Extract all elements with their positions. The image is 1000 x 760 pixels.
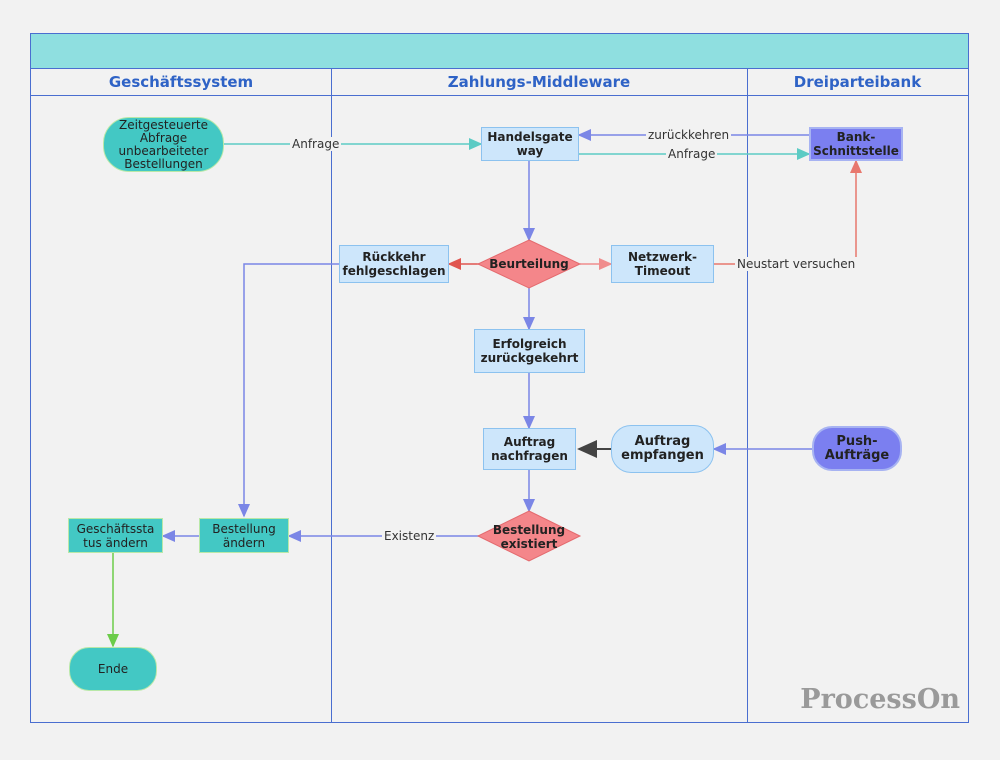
node-change-order[interactable]: Bestellung ändern (199, 518, 289, 553)
node-success-returned[interactable]: Erfolgreich zurückgekehrt (474, 329, 585, 373)
lane-header-payment-middleware: Zahlungs-Middleware (331, 69, 747, 96)
diagram-title-bar (30, 33, 969, 69)
edge-label-retry: Neustart versuchen (735, 257, 858, 271)
edge-label-request-bank: Anfrage (666, 147, 718, 161)
edge-timeout-to-bank (714, 159, 862, 265)
node-return-failed[interactable]: Rückkehr fehlgeschlagen (339, 245, 449, 283)
node-end[interactable]: Ende (69, 647, 157, 691)
node-network-timeout[interactable]: Netzwerk-Timeout (611, 245, 714, 283)
edge-label-request: Anfrage (290, 137, 342, 151)
edge-label-return: zurückkehren (646, 128, 732, 142)
node-change-business-status[interactable]: Geschäftssta tus ändern (68, 518, 163, 553)
node-trading-gateway[interactable]: Handelsgate way (481, 127, 579, 161)
node-bank-interface[interactable]: Bank-Schnittstelle (809, 127, 903, 161)
node-query-order[interactable]: Auftrag nachfragen (483, 428, 576, 470)
lane-divider (747, 69, 748, 723)
node-scheduled-query[interactable]: Zeitgesteuerte Abfrage unbearbeiteter Be… (103, 117, 224, 172)
node-receive-order[interactable]: Auftrag empfangen (611, 425, 714, 473)
lane-divider (331, 69, 332, 723)
lane-header-third-party-bank: Dreiparteibank (747, 69, 968, 96)
node-judgment[interactable]: Beurteilung (489, 257, 569, 271)
lane-header-business-system: Geschäftssystem (31, 69, 331, 96)
judgment-diamond-shape (476, 239, 582, 289)
node-push-orders[interactable]: Push-Aufträge (812, 426, 902, 471)
node-order-exists[interactable]: Bestellung existiert (492, 523, 566, 551)
edge-label-exists: Existenz (382, 529, 437, 543)
order-exists-diamond-shape (476, 510, 582, 562)
processon-watermark-logo: ProcessOn (800, 684, 960, 715)
edge-failed-to-change-order (238, 263, 339, 518)
